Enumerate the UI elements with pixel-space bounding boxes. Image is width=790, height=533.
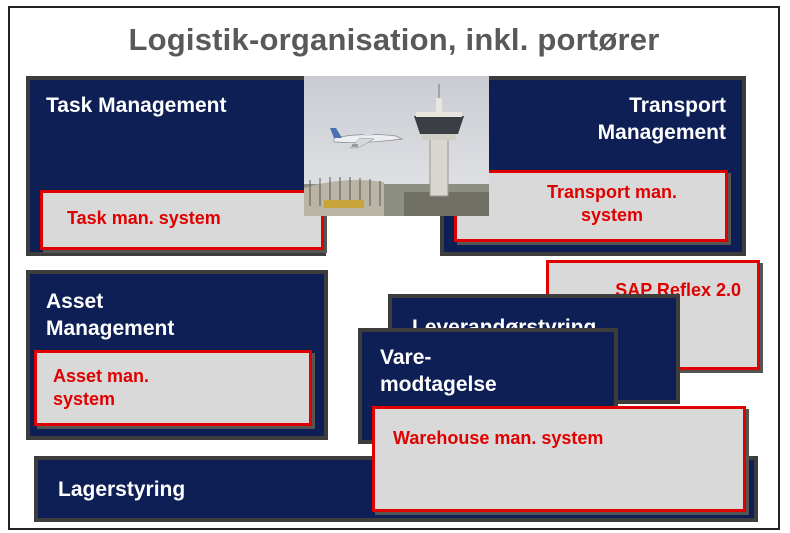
airport-tower-photo — [304, 76, 489, 216]
asset-system-box: Asset man. system — [34, 350, 312, 426]
warehouse-system-label: Warehouse man. system — [393, 428, 604, 448]
task-system-label: Task man. system — [67, 208, 221, 228]
varemodtagelse-box: Vare-modtagelse — [358, 328, 618, 444]
slide-frame: Logistik-organisation, inkl. portører Ta… — [8, 6, 780, 530]
task-management-label: Task Management — [46, 94, 227, 117]
transport-system-label: Transport man. system — [546, 182, 678, 225]
lagerstyring-label: Lagerstyring — [58, 478, 186, 501]
warehouse-system-box: Warehouse man. system — [372, 406, 746, 512]
task-system-box: Task man. system — [40, 190, 324, 250]
airport-tower-photo-svg — [304, 76, 489, 216]
asset-management-label: Asset Management — [46, 290, 175, 341]
transport-system-box: Transport man. system — [454, 170, 728, 242]
slide-title: Logistik-organisation, inkl. portører — [128, 22, 660, 57]
varemodtagelse-label: Vare-modtagelse — [380, 346, 497, 397]
asset-system-label: Asset man. system — [53, 366, 150, 409]
transport-management-label: Transport Management — [597, 94, 726, 145]
